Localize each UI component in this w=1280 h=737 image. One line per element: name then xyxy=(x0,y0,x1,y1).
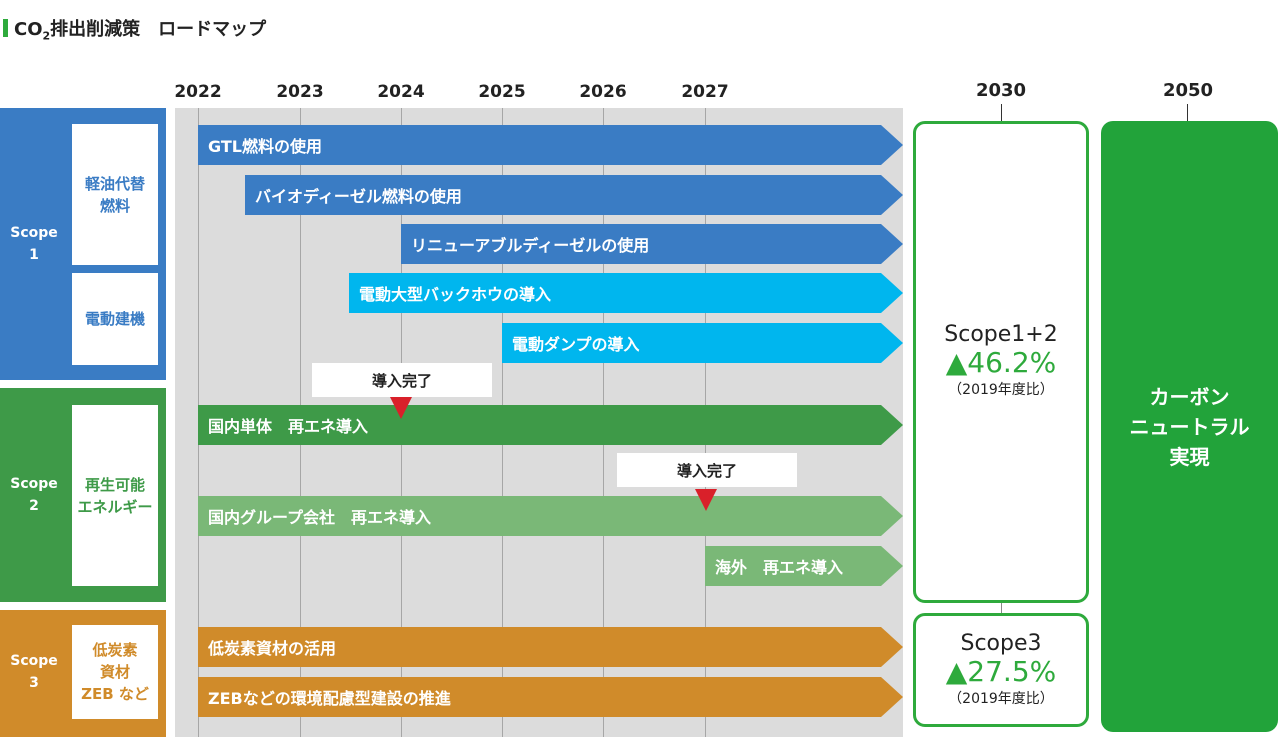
measure-arrow-electric-backhoe: 電動大型バックホウの導入 xyxy=(349,273,903,313)
category-fuel: 軽油代替燃料 xyxy=(72,124,158,265)
year-label: 2024 xyxy=(377,82,425,102)
tick-2030 xyxy=(1001,104,1002,121)
category-electric-machinery: 電動建機 xyxy=(72,273,158,365)
year-label: 2027 xyxy=(681,82,729,102)
completion-marker-icon xyxy=(695,489,717,511)
measure-arrow-electric-dump: 電動ダンプの導入 xyxy=(502,323,903,363)
completion-callout: 導入完了 xyxy=(617,453,797,487)
measure-arrow-domestic-renewable: 国内単体 再エネ導入 xyxy=(198,405,903,445)
target-scope12-note: （2019年度比） xyxy=(948,382,1054,398)
measure-arrow-low-carbon-materials: 低炭素資材の活用 xyxy=(198,627,903,667)
measure-arrow-overseas-renewable: 海外 再エネ導入 xyxy=(705,546,903,586)
carbon-neutral-box: カーボンニュートラル実現 xyxy=(1101,121,1278,732)
completion-callout: 導入完了 xyxy=(312,363,492,397)
target-scope12-value: ▲46.2% xyxy=(945,346,1057,379)
target-scope3-note: （2019年度比） xyxy=(948,691,1054,707)
year-label-2030: 2030 xyxy=(975,80,1027,101)
target-scope12-box: Scope1+2 ▲46.2% （2019年度比） xyxy=(913,121,1089,603)
page-title: CO2排出削減策 ロードマップ xyxy=(14,19,267,43)
year-label: 2023 xyxy=(276,82,324,102)
measure-arrow-group-renewable: 国内グループ会社 再エネ導入 xyxy=(198,496,903,536)
measure-arrow-zeb: ZEBなどの環境配慮型建設の推進 xyxy=(198,677,903,717)
connector-line xyxy=(1001,602,1002,614)
target-scope12-head: Scope1+2 xyxy=(944,322,1058,347)
year-label-2050: 2050 xyxy=(1162,80,1214,101)
completion-marker-icon xyxy=(390,397,412,419)
category-renewable-energy: 再生可能エネルギー xyxy=(72,405,158,586)
year-label: 2022 xyxy=(174,82,222,102)
target-scope3-box: Scope3 ▲27.5% （2019年度比） xyxy=(913,613,1089,727)
measure-arrow-gtl: GTL燃料の使用 xyxy=(198,125,903,165)
measure-arrow-biodiesel: バイオディーゼル燃料の使用 xyxy=(245,175,903,215)
year-label: 2025 xyxy=(478,82,526,102)
target-scope3-head: Scope3 xyxy=(960,631,1042,656)
target-scope3-value: ▲27.5% xyxy=(945,655,1057,688)
year-label: 2026 xyxy=(579,82,627,102)
title-accent-bar xyxy=(3,19,8,37)
tick-2050 xyxy=(1187,104,1188,121)
measure-arrow-renewable-diesel: リニューアブルディーゼルの使用 xyxy=(401,224,903,264)
